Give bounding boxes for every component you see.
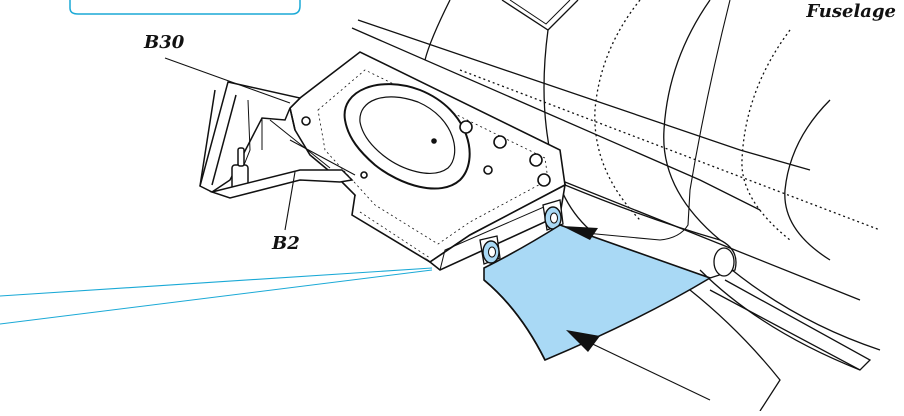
- label-fuselage: Fuselage: [806, 1, 896, 22]
- rivet-hole: [493, 135, 507, 149]
- frame-arc-5: [741, 29, 791, 241]
- bushing-left: [479, 235, 501, 265]
- oval-cutout: [343, 83, 471, 190]
- stringer-2: [357, 19, 811, 171]
- rivet-hole: [537, 173, 551, 187]
- fuselage-lower-curve: [699, 269, 861, 371]
- frame-arc-6: [784, 99, 831, 261]
- stringer-4: [559, 179, 861, 301]
- bushing-right: [542, 199, 564, 231]
- rivet-hole: [431, 138, 437, 144]
- callout-lines: [0, 267, 433, 325]
- stringer-1: [351, 27, 761, 211]
- frame-arc-3: [594, 0, 641, 221]
- label-b30: B30: [144, 32, 185, 53]
- arrowhead-panel: [566, 330, 600, 352]
- leader-fuselage: [574, 0, 731, 241]
- arrowhead-bushing: [562, 226, 598, 240]
- frame-arc-1: [424, 0, 451, 61]
- rivet-hole: [459, 120, 473, 134]
- leader-b2: [284, 171, 296, 231]
- rivet-hole: [360, 171, 368, 179]
- label-b2: B2: [272, 233, 300, 254]
- leader-b30: [164, 57, 291, 104]
- rivet-hole: [529, 153, 543, 167]
- strut-assembly: [199, 81, 356, 199]
- strut-arm: [209, 169, 354, 199]
- rivet-hole: [301, 116, 311, 126]
- callout-box: [69, 0, 301, 15]
- frame-arc-2: [543, 29, 591, 231]
- bracket-flange: [351, 183, 567, 271]
- rivet-hole: [483, 165, 493, 175]
- leader-lines: [164, 0, 731, 401]
- window-frame: [501, 0, 579, 31]
- bracket-plate: [289, 51, 566, 263]
- frame-arc-4: [663, 0, 721, 241]
- leader-panel: [579, 337, 711, 401]
- lower-housing: [564, 184, 872, 371]
